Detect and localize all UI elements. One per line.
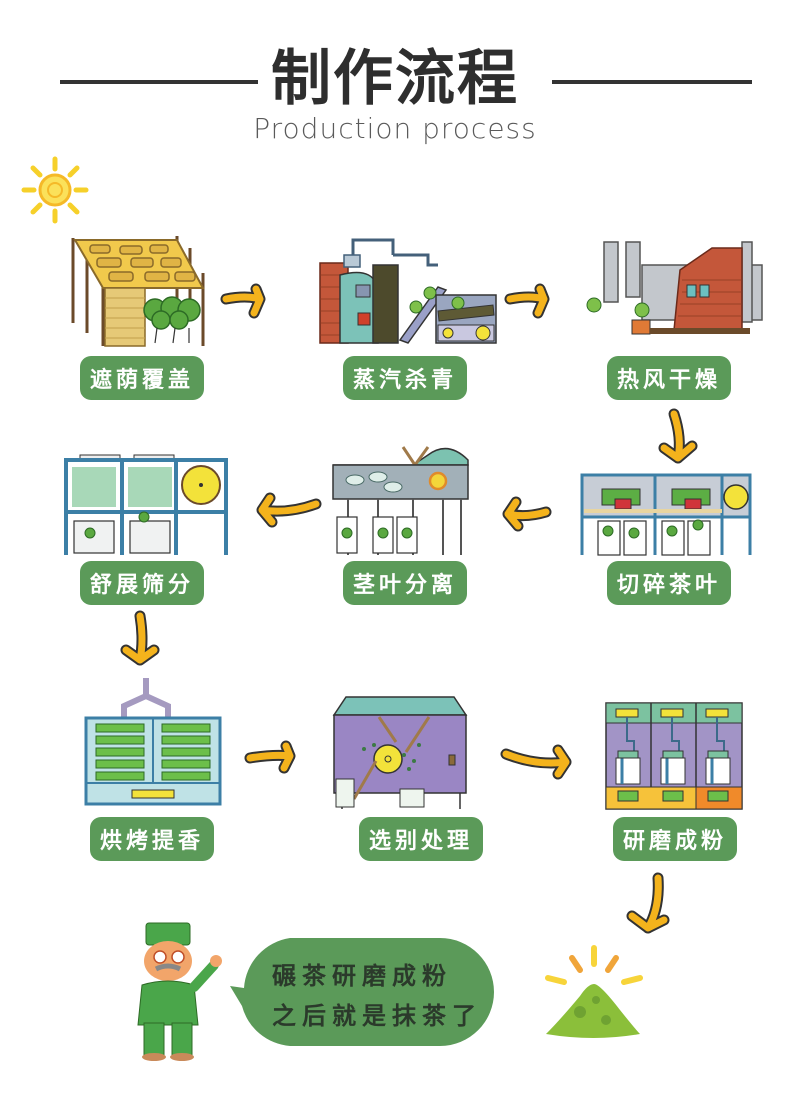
stem-separator-icon	[332, 446, 469, 555]
speech-bubble	[230, 938, 494, 1046]
step-label-sorting: 选别处理	[359, 817, 483, 861]
page-title: 制作流程	[271, 44, 519, 114]
sieve-machine-icon	[64, 454, 228, 555]
arrow-left-icon	[502, 496, 552, 532]
speech-line-2: 之后就是抹茶了	[272, 1002, 482, 1030]
step-label-cut-leaves: 切碎茶叶	[607, 561, 731, 605]
stone-mill-icon	[605, 702, 743, 810]
roaster-icon	[84, 678, 222, 806]
arrow-right-icon	[500, 744, 572, 780]
header-rule-right	[552, 80, 752, 84]
arrow-right-icon	[220, 283, 266, 319]
arrow-right-icon	[244, 740, 296, 774]
step-label-sieve: 舒展筛分	[80, 561, 204, 605]
shade-canopy-icon	[71, 236, 205, 347]
arrow-left-icon	[256, 492, 322, 528]
matcha-powder-icon	[545, 945, 643, 1038]
arrow-down-icon	[626, 872, 670, 934]
sorting-machine-icon	[332, 696, 468, 809]
tea-master-character-icon	[137, 922, 222, 1061]
header-rule-left	[60, 80, 258, 84]
speech-line-1: 碾茶研磨成粉	[272, 962, 452, 990]
step-label-grind: 研磨成粉	[613, 817, 737, 861]
sun-icon	[21, 156, 89, 224]
arrow-down-icon	[658, 408, 698, 464]
step-label-shade-cover: 遮荫覆盖	[80, 356, 204, 400]
step-label-steam: 蒸汽杀青	[343, 356, 467, 400]
hot-air-dryer-icon	[586, 241, 763, 335]
arrow-right-icon	[504, 283, 550, 319]
page-subtitle: Production process	[253, 112, 537, 145]
step-label-hot-air-dry: 热风干燥	[607, 356, 731, 400]
steam-machine-icon	[319, 238, 497, 344]
step-label-stem-separation: 茎叶分离	[343, 561, 467, 605]
leaf-cutter-icon	[580, 473, 752, 556]
arrow-down-icon	[120, 610, 160, 666]
step-label-roast: 烘烤提香	[90, 817, 214, 861]
